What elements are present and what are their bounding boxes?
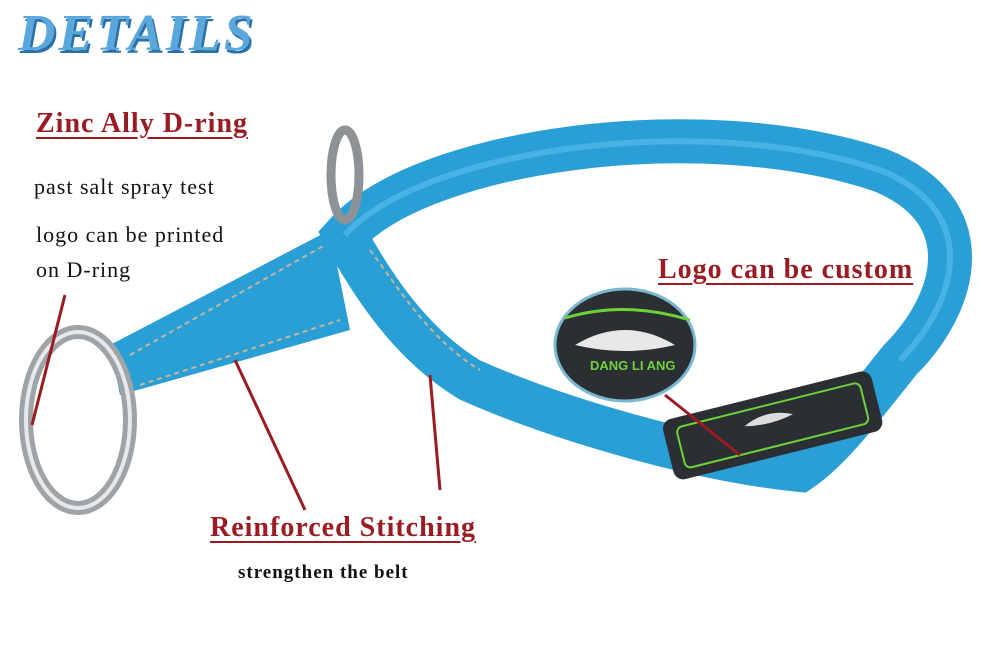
dring-heading: Zinc Ally D-ring <box>36 108 249 139</box>
logo-heading: Logo can be custom <box>658 254 914 285</box>
dring-line-3: on D-ring <box>36 257 132 282</box>
logo-patch <box>662 371 883 480</box>
brand-logo-text: DANG LI ANG <box>590 358 676 373</box>
stitching-heading: Reinforced Stitching <box>210 512 477 543</box>
collar-strap <box>110 230 350 395</box>
dring-line-1: past salt spray test <box>34 174 215 199</box>
d-ring <box>326 125 364 225</box>
stitching-line: strengthen the belt <box>238 562 409 583</box>
dring-line-2: logo can be printed <box>36 222 225 247</box>
page-title: DETAILS <box>18 5 256 62</box>
